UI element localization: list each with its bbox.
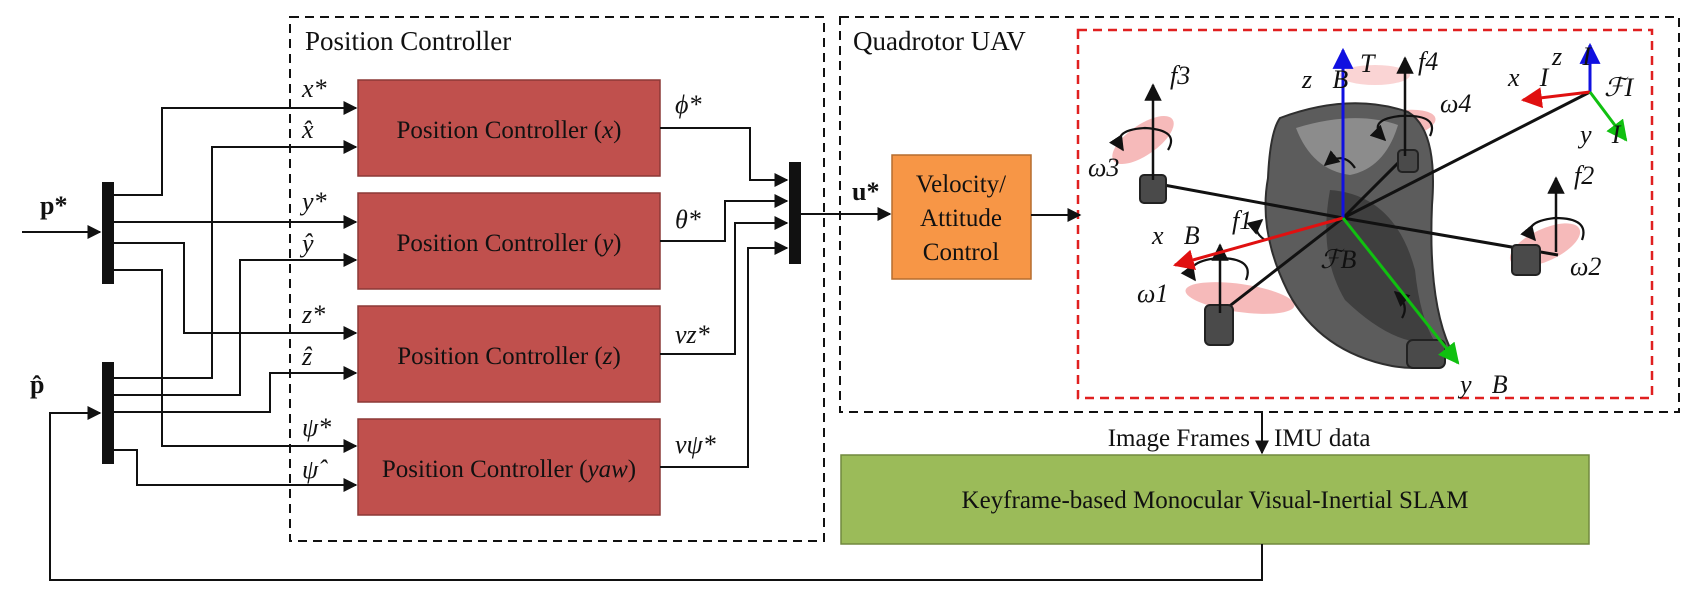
z-ref-label: z* (301, 300, 325, 329)
psi-est-label: ψ̂ (302, 455, 328, 484)
velocity-attitude-block: Velocity/ Attitude Control (891, 154, 1032, 280)
omega2-label: ω2 (1570, 252, 1601, 281)
svg-text:Keyframe-based Monocular Visua: Keyframe-based Monocular Visual-Inertial… (962, 487, 1469, 514)
xI-axis (1520, 87, 1591, 109)
image-frames-label: Image Frames (1108, 425, 1250, 452)
yB-axis (1341, 217, 1460, 365)
output-mux-bar (789, 162, 801, 264)
xB-label: x⃗B (1151, 221, 1200, 250)
xI-label: x⃗I (1507, 63, 1550, 92)
quadrotor-group-title: Quadrotor UAV (853, 26, 1026, 56)
svg-text:Velocity/: Velocity/ (916, 171, 1006, 198)
slam-block: Keyframe-based Monocular Visual-Inertial… (840, 454, 1590, 545)
p-est-wires (49, 140, 1263, 581)
u-ref-label: u* (852, 177, 879, 206)
controller-output-wires (660, 127, 789, 468)
p-ref-wires (22, 101, 358, 453)
p-est-label: p̂ (30, 370, 44, 399)
svg-text:Attitude: Attitude (920, 205, 1002, 232)
controller-block-x: Position Controller (x) (357, 79, 661, 177)
omega1-label: ω1 (1137, 279, 1168, 308)
p-est-demux-bar (102, 362, 114, 464)
psi-ref-label: ψ* (302, 413, 331, 442)
p-ref-label: p* (40, 191, 67, 220)
FI-label: ℱI (1604, 73, 1634, 102)
svg-text:Position Controller (z): Position Controller (z) (397, 343, 621, 370)
f2-label: f2 (1574, 161, 1594, 190)
vz-out-label: vz* (675, 320, 710, 349)
yI-axis (1588, 91, 1628, 142)
controller-block-z: Position Controller (z) (357, 305, 661, 403)
yI-label: y⃗I (1577, 120, 1622, 149)
z-est-label: ẑ (301, 342, 313, 371)
controller-block-yaw: Position Controller (yaw) (357, 418, 661, 516)
xB-axis (1172, 216, 1344, 271)
theta-out-label: θ* (675, 205, 701, 234)
zB-label: z⃗B (1301, 65, 1348, 94)
f4-label: f4 (1418, 47, 1438, 76)
svg-text:Position Controller (yaw): Position Controller (yaw) (382, 456, 636, 483)
thrust-label: T (1360, 49, 1376, 78)
quadrotor-illustration: T z⃗B x⃗B y⃗B ℱB z⃗I x⃗I y⃗I ℱI f1 f2 f3… (1088, 42, 1634, 399)
omega4-label: ω4 (1440, 89, 1471, 118)
f1-label: f1 (1232, 206, 1252, 235)
yB-label: y⃗B (1457, 370, 1508, 399)
vpsi-out-label: vψ* (675, 430, 716, 459)
y-ref-label: y* (299, 187, 327, 216)
f3-label: f3 (1170, 61, 1190, 90)
omega3-label: ω3 (1088, 153, 1119, 182)
svg-text:Position Controller (y): Position Controller (y) (397, 230, 622, 257)
p-ref-demux-bar (102, 182, 114, 284)
x-ref-label: x* (301, 74, 327, 103)
propeller-3 (1112, 115, 1174, 165)
imu-data-label: IMU data (1274, 425, 1371, 452)
zI-label: z⃗I (1551, 42, 1592, 71)
actuation-wires (801, 207, 1269, 455)
position-controller-group-title: Position Controller (305, 26, 511, 56)
svg-text:Control: Control (923, 239, 999, 266)
position-controller-group (289, 16, 825, 542)
FB-label: ℱB (1320, 245, 1356, 274)
phi-out-label: ϕ* (675, 90, 701, 119)
y-est-label: ŷ (299, 229, 314, 258)
controller-block-y: Position Controller (y) (357, 192, 661, 290)
svg-text:Position Controller (x): Position Controller (x) (397, 117, 622, 144)
x-est-label: x̂ (301, 115, 314, 144)
